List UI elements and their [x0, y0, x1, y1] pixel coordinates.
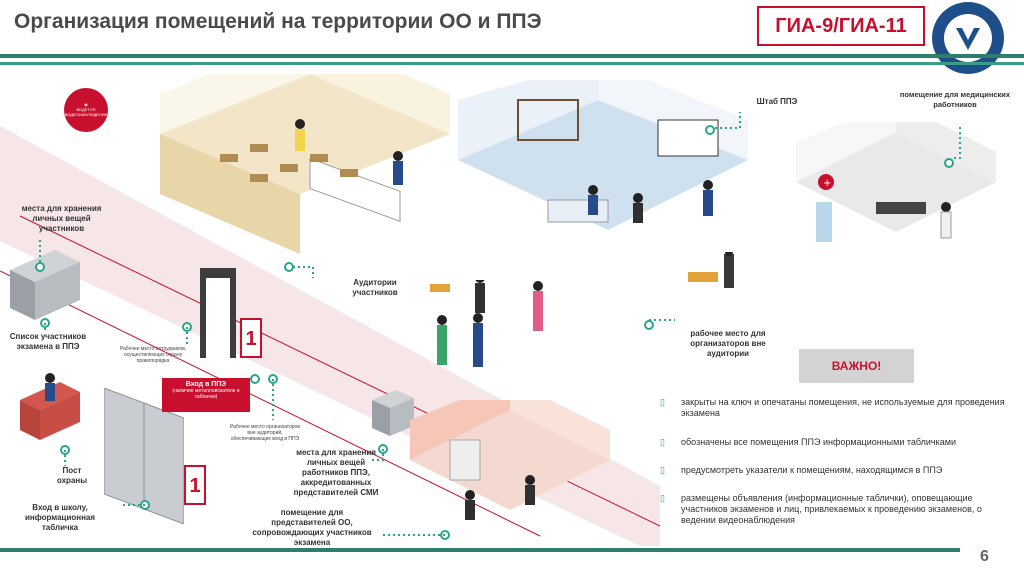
metal-detector — [200, 268, 236, 358]
hq-label: Штаб ППЭ — [756, 97, 798, 106]
entrance-organizer-marker — [268, 374, 278, 384]
participants-group — [430, 280, 543, 367]
bullet-icon: ▯ — [660, 493, 665, 503]
school-entrance-marker — [140, 500, 150, 510]
header-stripe-top — [0, 54, 1024, 58]
personal-storage-marker — [35, 262, 45, 272]
exam-list-label: Список участников экзамена в ППЭ — [9, 332, 87, 351]
footer-stripe — [0, 548, 960, 552]
medical-marker — [944, 158, 954, 168]
ppe-entrance-marker — [250, 374, 260, 384]
auditorium-label: Аудитории участников — [352, 278, 398, 297]
important-item-2: ▯ обозначены все помещения ППЭ информаци… — [660, 437, 956, 447]
hq-marker — [705, 125, 715, 135]
page-title: Организация помещений на территории ОО и… — [14, 10, 542, 33]
organizer-desk-marker — [644, 320, 654, 330]
representatives-room-illustration — [410, 380, 610, 550]
gia-badge: ГИА-9/ГИА-11 — [757, 6, 925, 46]
entrance-organizer-label: Рабочее место организаторов вне аудитори… — [230, 424, 300, 442]
header-stripe-bottom — [0, 62, 1024, 65]
security-workplace-label: Рабочее место сотрудников, осуществляющи… — [119, 346, 187, 364]
exam-list-marker — [40, 318, 50, 328]
organizer-desk-label: рабочее место для организаторов вне ауди… — [690, 329, 766, 358]
security-post-illustration — [20, 370, 100, 440]
representatives-room-marker — [440, 530, 450, 540]
security-post-marker — [60, 445, 70, 455]
organizer-desk-illustration — [688, 248, 748, 302]
auditorium-illustration — [160, 34, 450, 254]
bullet-icon: ▯ — [660, 465, 665, 475]
participant-lockers — [10, 250, 80, 320]
page-number: 6 — [980, 548, 989, 565]
auditorium-marker — [284, 262, 294, 272]
ppe-door-sign: 1 — [240, 318, 262, 358]
bullet-icon: ▯ — [660, 437, 665, 447]
door-number-sign: 1 — [184, 465, 206, 505]
camera-sign: ◉ ВЕДЕТСЯ ВИДЕОНАБЛЮДЕНИЕ — [64, 88, 108, 132]
hq-illustration — [458, 60, 748, 280]
important-item-1: ▯ закрыты на ключ и опечатаны помещения,… — [660, 397, 1005, 418]
personal-storage-label: места для хранения личных вещей участник… — [21, 204, 102, 233]
ppe-entrance-box: Вход в ППЭ (наличие металлоискателя и та… — [162, 378, 250, 412]
camera-icon: ◉ — [84, 102, 88, 107]
medical-label: помещение для медицинских работников — [899, 90, 1011, 109]
svg-text:+: + — [823, 178, 831, 189]
staff-lockers — [372, 390, 414, 436]
school-door — [103, 387, 185, 525]
security-post-label: Пост охраны — [56, 466, 88, 485]
school-entrance-label: Вход в школу, информационная табличка — [24, 503, 96, 532]
important-item-3: ▯ предусмотреть указатели к помещениям, … — [660, 465, 943, 475]
important-item-4: ▯ размещены объявления (информационные т… — [660, 493, 982, 525]
medical-illustration: + — [796, 102, 996, 287]
bullet-icon: ▯ — [660, 397, 665, 407]
staff-storage-label: места для хранения личных вещей работник… — [293, 448, 379, 497]
important-title: ВАЖНО! — [799, 349, 914, 383]
security-workplace-marker — [182, 322, 192, 332]
representatives-room-label: помещение для представителей ОО, сопрово… — [252, 508, 372, 547]
